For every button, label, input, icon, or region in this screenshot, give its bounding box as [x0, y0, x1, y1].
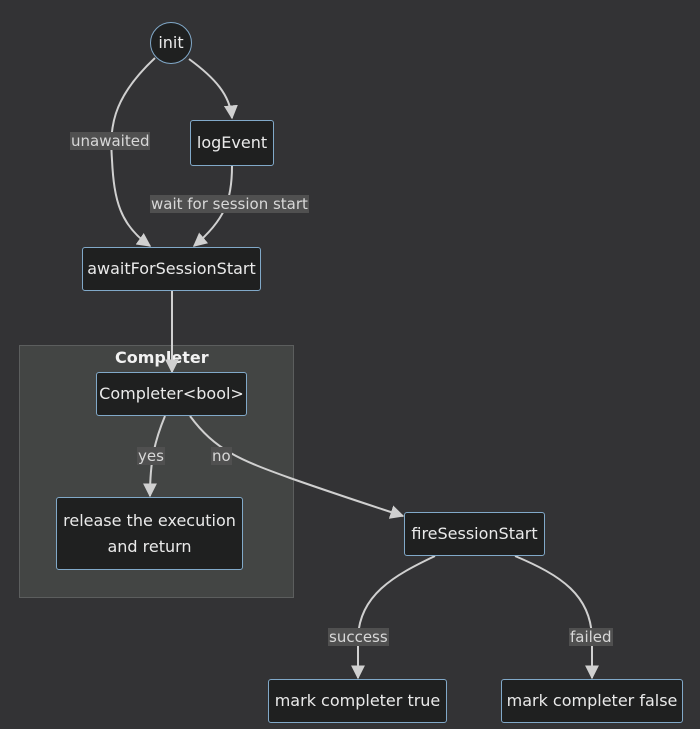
node-completer-bool: Completer<bool> [96, 372, 247, 416]
node-init: init [150, 22, 192, 64]
completer-subgraph-title: Completer [115, 348, 209, 367]
node-release-execution-line1: release the execution [63, 510, 236, 530]
node-mark-completer-true-label: mark completer true [274, 691, 441, 710]
node-mark-completer-false-label: mark completer false [506, 691, 678, 710]
node-fire-session-start-label: fireSessionStart [411, 524, 538, 543]
edge-label-success: success [328, 628, 389, 646]
edge-label-unawaited: unawaited [70, 132, 151, 150]
node-await-for-session-start: awaitForSessionStart [82, 247, 261, 291]
node-completer-bool-label: Completer<bool> [99, 384, 244, 403]
edge-init-to-logevent [188, 58, 238, 120]
edge-fire-to-markfalse [514, 555, 599, 680]
node-await-for-session-start-label: awaitForSessionStart [87, 259, 256, 278]
edge-label-no: no [211, 447, 232, 465]
edge-init-to-await [110, 57, 156, 247]
node-mark-completer-false: mark completer false [501, 679, 683, 723]
edge-label-wait-for-session-start: wait for session start [150, 195, 309, 213]
node-release-execution-line2: and return [107, 536, 192, 556]
node-log-event-label: logEvent [196, 133, 268, 152]
edge-fire-to-marktrue [351, 555, 436, 680]
edge-label-failed: failed [569, 628, 613, 646]
node-release-execution: release the execution and return [56, 497, 243, 570]
edge-label-yes: yes [137, 447, 165, 465]
node-log-event: logEvent [190, 120, 274, 166]
node-mark-completer-true: mark completer true [268, 679, 447, 723]
node-init-label: init [158, 33, 184, 52]
node-fire-session-start: fireSessionStart [404, 512, 545, 556]
